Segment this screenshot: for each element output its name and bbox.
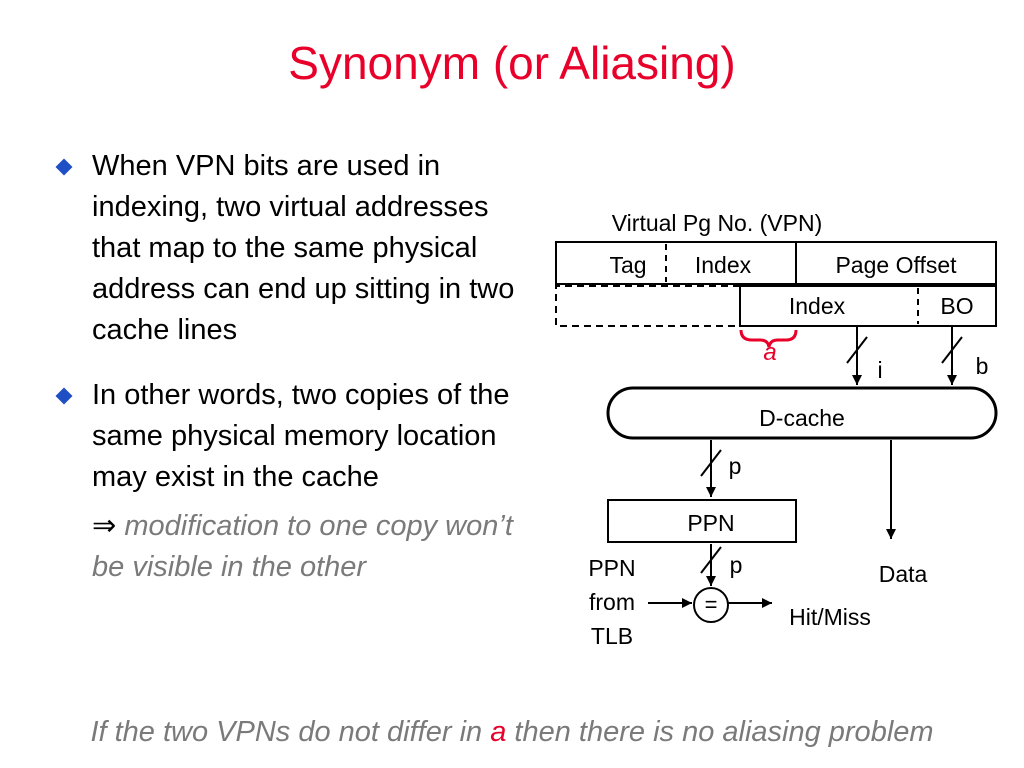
address-row-top: [555, 241, 997, 285]
hit-miss-label: Hit/Miss: [789, 604, 871, 630]
index-field-top: Index: [695, 252, 752, 278]
bullet-item: When VPN bits are used in indexing, two …: [55, 146, 540, 351]
bullet-text: When VPN bits are used in indexing, two …: [92, 150, 515, 346]
alias-bits-label: a: [763, 339, 776, 366]
bullet-subtext: ⇒ modification to one copy won’t be visi…: [92, 506, 540, 588]
tlb-ppn-label: PPN: [588, 555, 635, 581]
bullet-list: When VPN bits are used in indexing, two …: [55, 146, 540, 588]
implies-icon: ⇒: [92, 510, 117, 542]
vpn-label: Virtual Pg No. (VPN): [612, 210, 822, 236]
address-row-bottom: [739, 285, 997, 327]
alias-bits-brace: [739, 329, 798, 348]
ppn-box: [607, 499, 797, 543]
bullet-text: In other words, two copies of the same p…: [92, 379, 510, 493]
slide-title: Synonym (or Aliasing): [288, 37, 736, 89]
index-field-bottom: Index: [789, 293, 846, 319]
footer-note: If the two VPNs do not differ in a then …: [0, 716, 1024, 749]
d-cache-box: [606, 386, 998, 440]
b-label: b: [976, 353, 989, 379]
bo-field: BO: [940, 293, 973, 319]
ppn-box-label: PPN: [687, 510, 734, 536]
i-label: i: [877, 357, 882, 383]
tag-width-slash: [700, 449, 722, 477]
footer-highlight: a: [490, 716, 507, 748]
dashed-extension: [555, 285, 740, 327]
p-label-2: p: [730, 552, 743, 578]
tlb-from-label: from: [589, 589, 635, 615]
footer-text-end: then there is no aliasing problem: [514, 716, 934, 748]
bo-width-slash: [941, 336, 963, 364]
footer-text-start: If the two VPNs do not differ in: [90, 716, 483, 748]
d-cache-label: D-cache: [759, 405, 845, 431]
tlb-label: TLB: [591, 623, 633, 649]
comparator-symbol: =: [705, 592, 718, 617]
subtext-content: modification to one copy won’t be visibl…: [92, 510, 513, 583]
tag-field: Tag: [609, 252, 646, 278]
bullet-item: In other words, two copies of the same p…: [55, 375, 540, 588]
page-offset-field: Page Offset: [835, 252, 957, 278]
data-label: Data: [879, 561, 928, 587]
ppn-width-slash: [700, 546, 722, 574]
comparator-circle: [693, 587, 729, 623]
p-label-1: p: [729, 453, 742, 479]
index-width-slash: [846, 336, 868, 364]
